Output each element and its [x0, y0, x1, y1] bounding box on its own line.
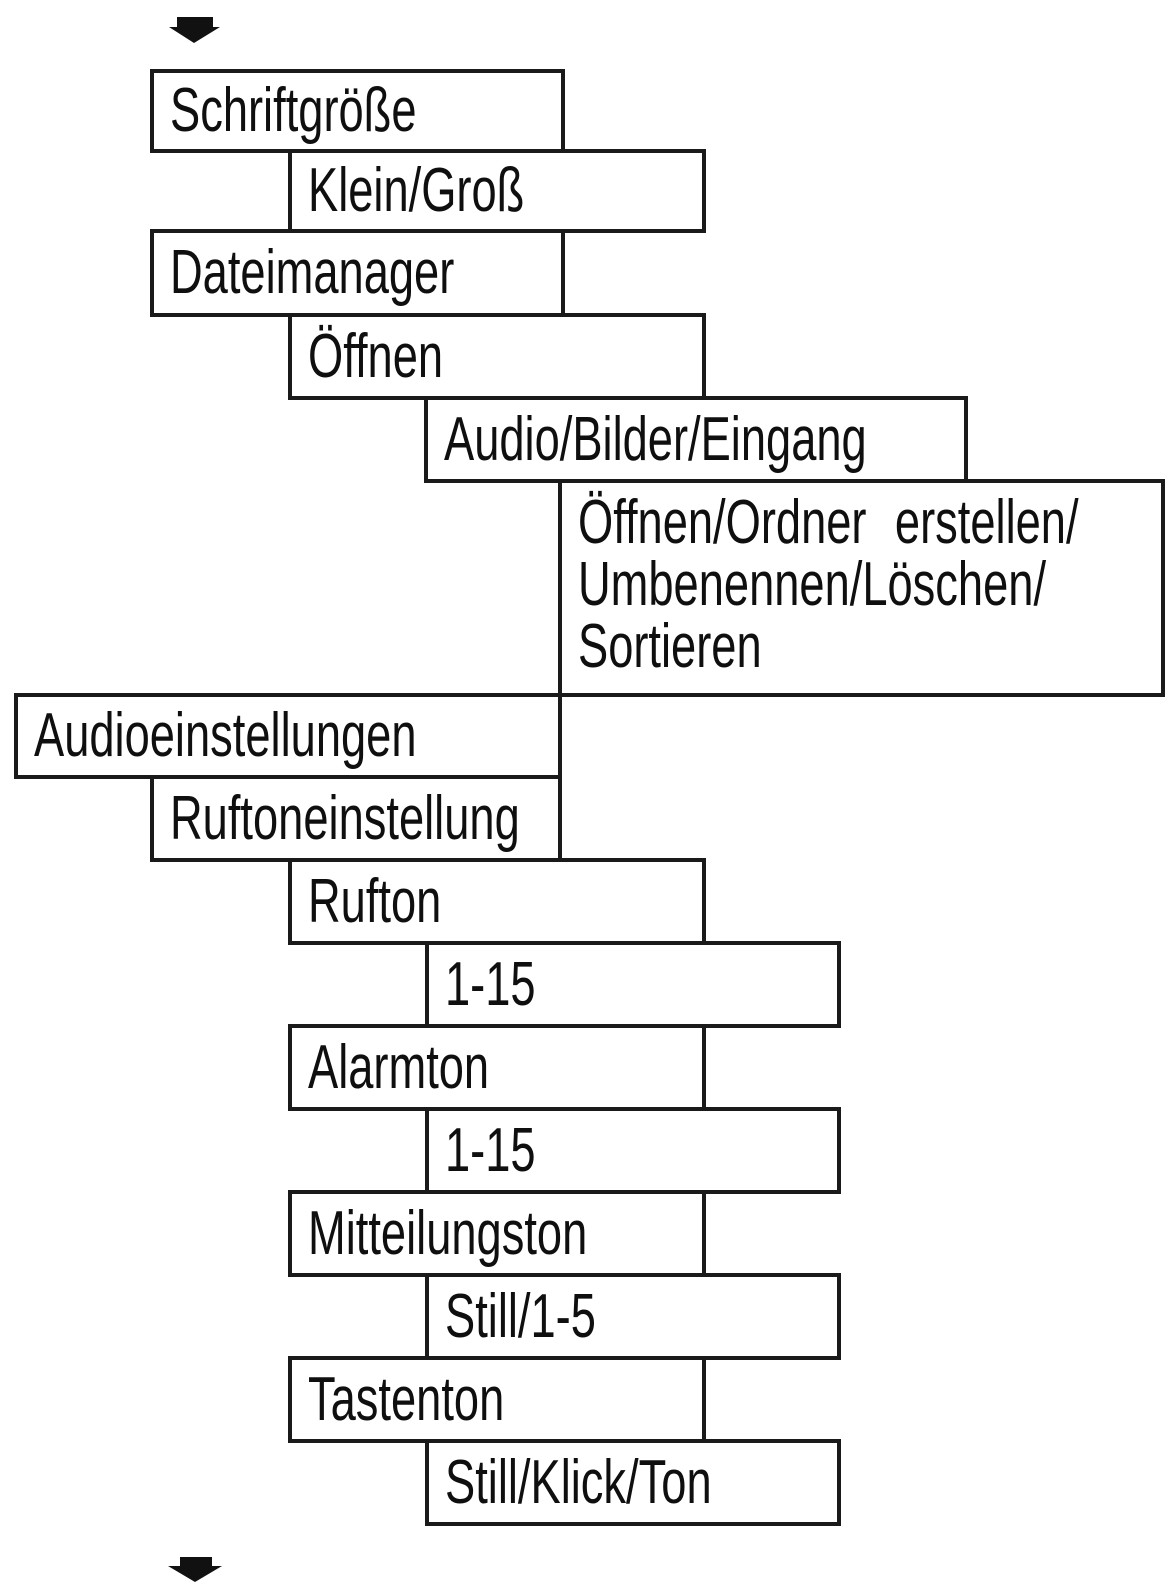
- node-label-line: Öffnen/Ordner erstellen/: [578, 488, 1079, 557]
- node-label: Still/1-5: [445, 1281, 596, 1351]
- node-dateimanager: Dateimanager: [150, 229, 565, 317]
- node-label-line: Sortieren: [578, 612, 762, 681]
- node-rufton-werte: 1-15: [425, 941, 841, 1028]
- node-label-line: Umbenennen/Löschen/: [578, 550, 1047, 619]
- node-label: Alarmton: [308, 1032, 490, 1102]
- node-oeffnen: Öffnen: [288, 313, 706, 400]
- node-label: Audio/Bilder/Eingang: [444, 404, 867, 474]
- down-arrow-icon: [168, 1557, 222, 1582]
- node-label: Öffnen: [308, 321, 444, 391]
- node-label: 1-15: [445, 1115, 536, 1185]
- node-mitteilungston-werte: Still/1-5: [425, 1273, 841, 1360]
- node-datei-aktionen: Öffnen/Ordner erstellen/ Umbenennen/Lösc…: [558, 479, 1165, 697]
- node-tastenton: Tastenton: [288, 1356, 706, 1443]
- node-label: Schriftgröße: [170, 76, 417, 145]
- node-label: Still/Klick/Ton: [445, 1447, 712, 1517]
- node-label: Rufton: [308, 866, 442, 936]
- node-label: Klein/Groß: [308, 156, 525, 225]
- node-rufton: Rufton: [288, 858, 706, 945]
- node-label: Mitteilungston: [308, 1198, 588, 1268]
- node-label: Tastenton: [308, 1364, 505, 1434]
- node-audio-bilder-eingang: Audio/Bilder/Eingang: [424, 396, 968, 483]
- node-alarmton-werte: 1-15: [425, 1107, 841, 1194]
- node-label: Dateimanager: [170, 238, 455, 307]
- node-ruftoneinstellung: Ruftoneinstellung: [150, 775, 562, 862]
- node-alarmton: Alarmton: [288, 1024, 706, 1111]
- node-mitteilungston: Mitteilungston: [288, 1190, 706, 1277]
- node-label: 1-15: [445, 949, 536, 1019]
- node-klein-gross: Klein/Groß: [288, 149, 706, 233]
- node-audioeinstellungen: Audioeinstellungen: [14, 693, 562, 779]
- down-arrow-icon: [169, 17, 220, 43]
- node-label: Audioeinstellungen: [34, 701, 417, 770]
- node-tastenton-werte: Still/Klick/Ton: [425, 1439, 841, 1526]
- node-label: Ruftoneinstellung: [170, 783, 520, 853]
- node-schriftgroesse: Schriftgröße: [150, 69, 565, 153]
